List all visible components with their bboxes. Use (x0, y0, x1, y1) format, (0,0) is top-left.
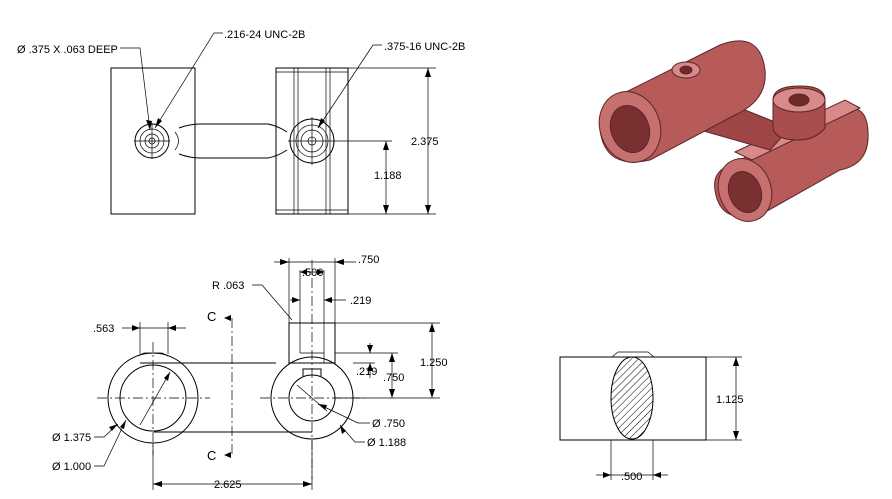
section-view: 1.125 .500 (559, 351, 744, 483)
slot-outer-dim: .750 (358, 254, 379, 266)
section-hatched-area (610, 356, 654, 440)
slot-step-dim: .219 (350, 295, 371, 307)
bore-small-dim: Ø .750 (372, 418, 405, 430)
top-view: Ø .375 X .063 DEEP .216-24 UNC-2B .375-1… (17, 29, 465, 215)
top-left-block (110, 67, 196, 215)
left-offset-dim: .563 (93, 323, 114, 335)
front-view: .750 .500 R .063 .219 .563 C C 1.250 .75… (52, 254, 448, 491)
section-label-top: C (207, 309, 216, 324)
slot-inner-dim: .500 (302, 267, 323, 279)
thread-small-callout: .216-24 UNC-2B (224, 29, 305, 41)
radius-dim: R .063 (212, 280, 244, 292)
center-distance-dim: 2.625 (214, 479, 242, 491)
center-height-dim: 1.188 (374, 170, 402, 182)
cbore-callout: Ø .375 X .063 DEEP (17, 44, 118, 56)
slot-depth-dim: .750 (383, 372, 404, 384)
thread-large-callout: .375-16 UNC-2B (384, 41, 465, 53)
section-width-dim: .500 (621, 471, 642, 483)
id-dim: Ø 1.000 (52, 461, 91, 473)
section-label-bottom: C (207, 448, 216, 463)
overall-height-dim: 2.375 (411, 136, 439, 148)
key-step-dim: .219 (356, 366, 377, 378)
iso-model-image (598, 40, 869, 222)
boss-height-dim: 1.250 (420, 357, 448, 369)
od-dim: Ø 1.375 (52, 432, 91, 444)
web-arm-top (178, 123, 288, 133)
web-arm-bottom (178, 149, 288, 159)
section-height-dim: 1.125 (716, 394, 744, 406)
bore-large-dim: Ø 1.188 (367, 437, 406, 449)
